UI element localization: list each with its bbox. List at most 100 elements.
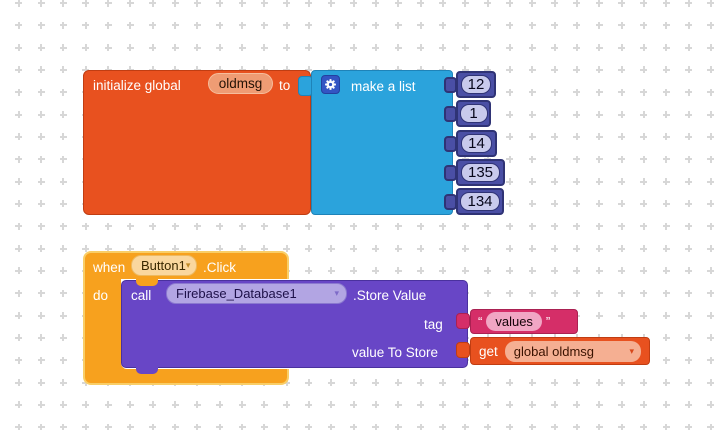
grid-plus-mark bbox=[283, 423, 291, 430]
grid-plus-mark bbox=[372, 379, 380, 387]
grid-plus-mark bbox=[439, 423, 447, 430]
grid-plus-mark bbox=[327, 379, 335, 387]
grid-plus-mark bbox=[104, 44, 112, 52]
grid-plus-mark bbox=[685, 334, 693, 342]
grid-plus-mark bbox=[417, 267, 425, 275]
variable-dropdown[interactable]: global oldmsg ▾ bbox=[504, 340, 641, 362]
grid-plus-mark bbox=[685, 111, 693, 119]
grid-plus-mark bbox=[707, 356, 715, 364]
text-block-plug bbox=[456, 313, 470, 329]
number-field[interactable]: 1 bbox=[459, 104, 488, 123]
grid-plus-mark bbox=[595, 379, 603, 387]
grid-plus-mark bbox=[104, 401, 112, 409]
grid-plus-mark bbox=[662, 267, 670, 275]
grid-plus-mark bbox=[506, 379, 514, 387]
grid-plus-mark bbox=[618, 312, 626, 320]
get-variable-block[interactable]: get global oldmsg ▾ bbox=[470, 337, 650, 365]
grid-plus-mark bbox=[685, 379, 693, 387]
number-block[interactable]: 12 bbox=[456, 71, 496, 98]
grid-plus-mark bbox=[15, 267, 23, 275]
grid-plus-mark bbox=[216, 222, 224, 230]
grid-plus-mark bbox=[595, 133, 603, 141]
number-field[interactable]: 135 bbox=[460, 163, 501, 182]
make-a-list-block[interactable] bbox=[311, 70, 453, 215]
grid-plus-mark bbox=[15, 66, 23, 74]
component-dropdown[interactable]: Button1 ▾ bbox=[131, 255, 197, 276]
grid-plus-mark bbox=[82, 423, 90, 430]
number-field[interactable]: 14 bbox=[461, 134, 492, 153]
grid-plus-mark bbox=[37, 66, 45, 74]
grid-plus-mark bbox=[461, 423, 469, 430]
grid-plus-mark bbox=[685, 178, 693, 186]
variable-name-field[interactable]: oldmsg bbox=[208, 73, 273, 94]
grid-plus-mark bbox=[551, 44, 559, 52]
grid-plus-mark bbox=[484, 44, 492, 52]
grid-plus-mark bbox=[327, 423, 335, 430]
grid-plus-mark bbox=[15, 88, 23, 96]
grid-plus-mark bbox=[461, 0, 469, 7]
grid-plus-mark bbox=[15, 423, 23, 430]
grid-plus-mark bbox=[528, 178, 536, 186]
grid-plus-mark bbox=[506, 178, 514, 186]
method-component-dropdown[interactable]: Firebase_Database1 ▾ bbox=[166, 283, 347, 304]
grid-plus-mark bbox=[551, 423, 559, 430]
grid-plus-mark bbox=[394, 245, 402, 253]
number-block[interactable]: 14 bbox=[456, 130, 497, 157]
grid-plus-mark bbox=[640, 21, 648, 29]
grid-plus-mark bbox=[662, 21, 670, 29]
grid-plus-mark bbox=[662, 88, 670, 96]
number-block[interactable]: 135 bbox=[456, 159, 505, 186]
grid-plus-mark bbox=[707, 245, 715, 253]
grid-plus-mark bbox=[417, 21, 425, 29]
grid-plus-mark bbox=[551, 178, 559, 186]
grid-plus-mark bbox=[707, 289, 715, 297]
grid-plus-mark bbox=[573, 133, 581, 141]
grid-plus-mark bbox=[417, 44, 425, 52]
grid-plus-mark bbox=[484, 423, 492, 430]
grid-plus-mark bbox=[372, 21, 380, 29]
grid-plus-mark bbox=[640, 66, 648, 74]
grid-plus-mark bbox=[595, 0, 603, 7]
number-field[interactable]: 12 bbox=[460, 75, 492, 94]
grid-plus-mark bbox=[618, 267, 626, 275]
grid-plus-mark bbox=[417, 423, 425, 430]
grid-plus-mark bbox=[506, 423, 514, 430]
grid-plus-mark bbox=[149, 222, 157, 230]
grid-plus-mark bbox=[82, 0, 90, 7]
grid-plus-mark bbox=[417, 222, 425, 230]
grid-plus-mark bbox=[260, 222, 268, 230]
grid-plus-mark bbox=[193, 222, 201, 230]
grid-plus-mark bbox=[193, 44, 201, 52]
text-string-block[interactable]: “ values ” bbox=[470, 309, 578, 334]
grid-plus-mark bbox=[126, 222, 134, 230]
number-block[interactable]: 1 bbox=[456, 100, 491, 127]
grid-plus-mark bbox=[37, 245, 45, 253]
grid-plus-mark bbox=[618, 289, 626, 297]
grid-plus-mark bbox=[528, 423, 536, 430]
grid-plus-mark bbox=[15, 133, 23, 141]
grid-plus-mark bbox=[662, 423, 670, 430]
number-block[interactable]: 134 bbox=[456, 188, 504, 215]
grid-plus-mark bbox=[394, 423, 402, 430]
grid-plus-mark bbox=[305, 245, 313, 253]
param-value-label: value To Store bbox=[352, 345, 439, 360]
grid-plus-mark bbox=[551, 267, 559, 275]
grid-plus-mark bbox=[394, 21, 402, 29]
grid-plus-mark bbox=[484, 267, 492, 275]
text-string-field[interactable]: values bbox=[486, 312, 542, 331]
grid-plus-mark bbox=[15, 245, 23, 253]
mutator-gear-button[interactable] bbox=[321, 75, 340, 94]
grid-plus-mark bbox=[595, 21, 603, 29]
number-field[interactable]: 134 bbox=[460, 192, 500, 211]
grid-plus-mark bbox=[685, 423, 693, 430]
grid-plus-mark bbox=[59, 334, 67, 342]
grid-plus-mark bbox=[573, 111, 581, 119]
grid-plus-mark bbox=[506, 401, 514, 409]
grid-plus-mark bbox=[595, 222, 603, 230]
grid-plus-mark bbox=[82, 222, 90, 230]
grid-plus-mark bbox=[707, 401, 715, 409]
grid-plus-mark bbox=[528, 200, 536, 208]
grid-plus-mark bbox=[15, 222, 23, 230]
chevron-down-icon: ▾ bbox=[185, 260, 191, 270]
